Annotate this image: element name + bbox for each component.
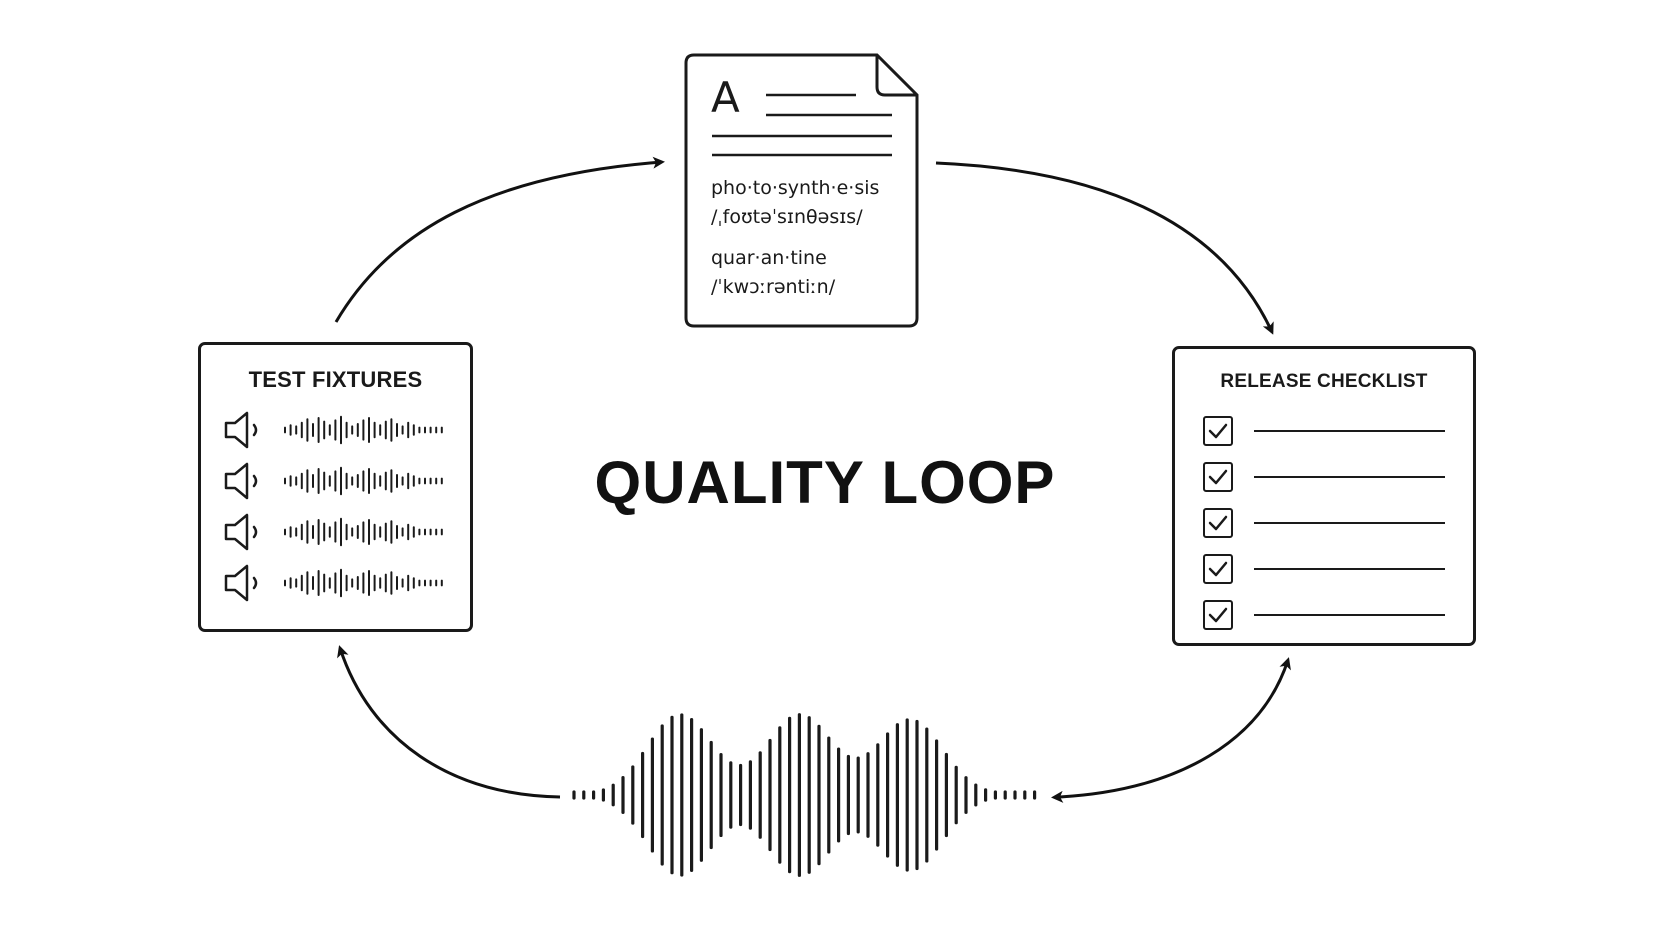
- diagram-title: QUALITY LOOP: [594, 449, 1056, 516]
- checkbox-icon: [1203, 600, 1233, 630]
- speaker-icon: [224, 411, 258, 449]
- speaker-icon: [224, 564, 258, 602]
- checklist-item: [1203, 462, 1453, 496]
- waveform-icon: [284, 517, 443, 547]
- checklist-item: [1203, 600, 1453, 634]
- checklist-line: [1254, 430, 1445, 432]
- waveform-icon: [284, 466, 443, 496]
- document-letter: A: [711, 73, 740, 122]
- test-fixtures-title: TEST FIXTURES: [248, 367, 423, 392]
- checklist-item: [1203, 416, 1453, 450]
- waveform-icon: [284, 415, 443, 445]
- waveform-icon: [284, 568, 443, 598]
- checklist-item: [1203, 508, 1453, 542]
- fixture-row: [223, 511, 451, 553]
- checklist-line: [1254, 522, 1445, 524]
- speaker-icon: [224, 513, 258, 551]
- entry-word-2: quar·an·tine: [711, 247, 827, 269]
- entry-word-1: pho·to·synth·e·sis: [711, 177, 880, 199]
- checklist-line: [1254, 476, 1445, 478]
- arrow-waveform-checklist: [1051, 657, 1291, 803]
- checkbox-icon: [1203, 462, 1233, 492]
- arrow-waveform-to-fixtures: [337, 645, 561, 799]
- audio-waveform-icon: [572, 713, 1037, 877]
- checklist-line: [1254, 568, 1445, 570]
- fixture-row: [223, 409, 451, 451]
- fixture-row: [223, 460, 451, 502]
- entry-ipa-1: /ˌfoʊtəˈsɪnθəsɪs/: [711, 206, 863, 228]
- checkbox-icon: [1203, 508, 1233, 538]
- speaker-icon: [224, 462, 258, 500]
- checklist-item: [1203, 554, 1453, 588]
- test-fixtures-card: TEST FIXTURES: [198, 342, 473, 632]
- pronunciation-document: A pho·to·synth·e·sis /ˌfoʊtəˈsɪnθəsɪs/ q…: [684, 53, 919, 328]
- document-icon: [684, 53, 919, 328]
- checkbox-icon: [1203, 554, 1233, 584]
- arrow-document-to-checklist: [935, 161, 1274, 335]
- fixture-row: [223, 562, 451, 604]
- checkbox-icon: [1203, 416, 1233, 446]
- checklist-line: [1254, 614, 1445, 616]
- release-checklist-card: RELEASE CHECKLIST: [1172, 346, 1476, 646]
- release-checklist-title: RELEASE CHECKLIST: [1220, 371, 1428, 392]
- arrow-fixtures-to-document: [334, 156, 665, 323]
- entry-ipa-2: /ˈkwɔːrəntiːn/: [711, 276, 836, 298]
